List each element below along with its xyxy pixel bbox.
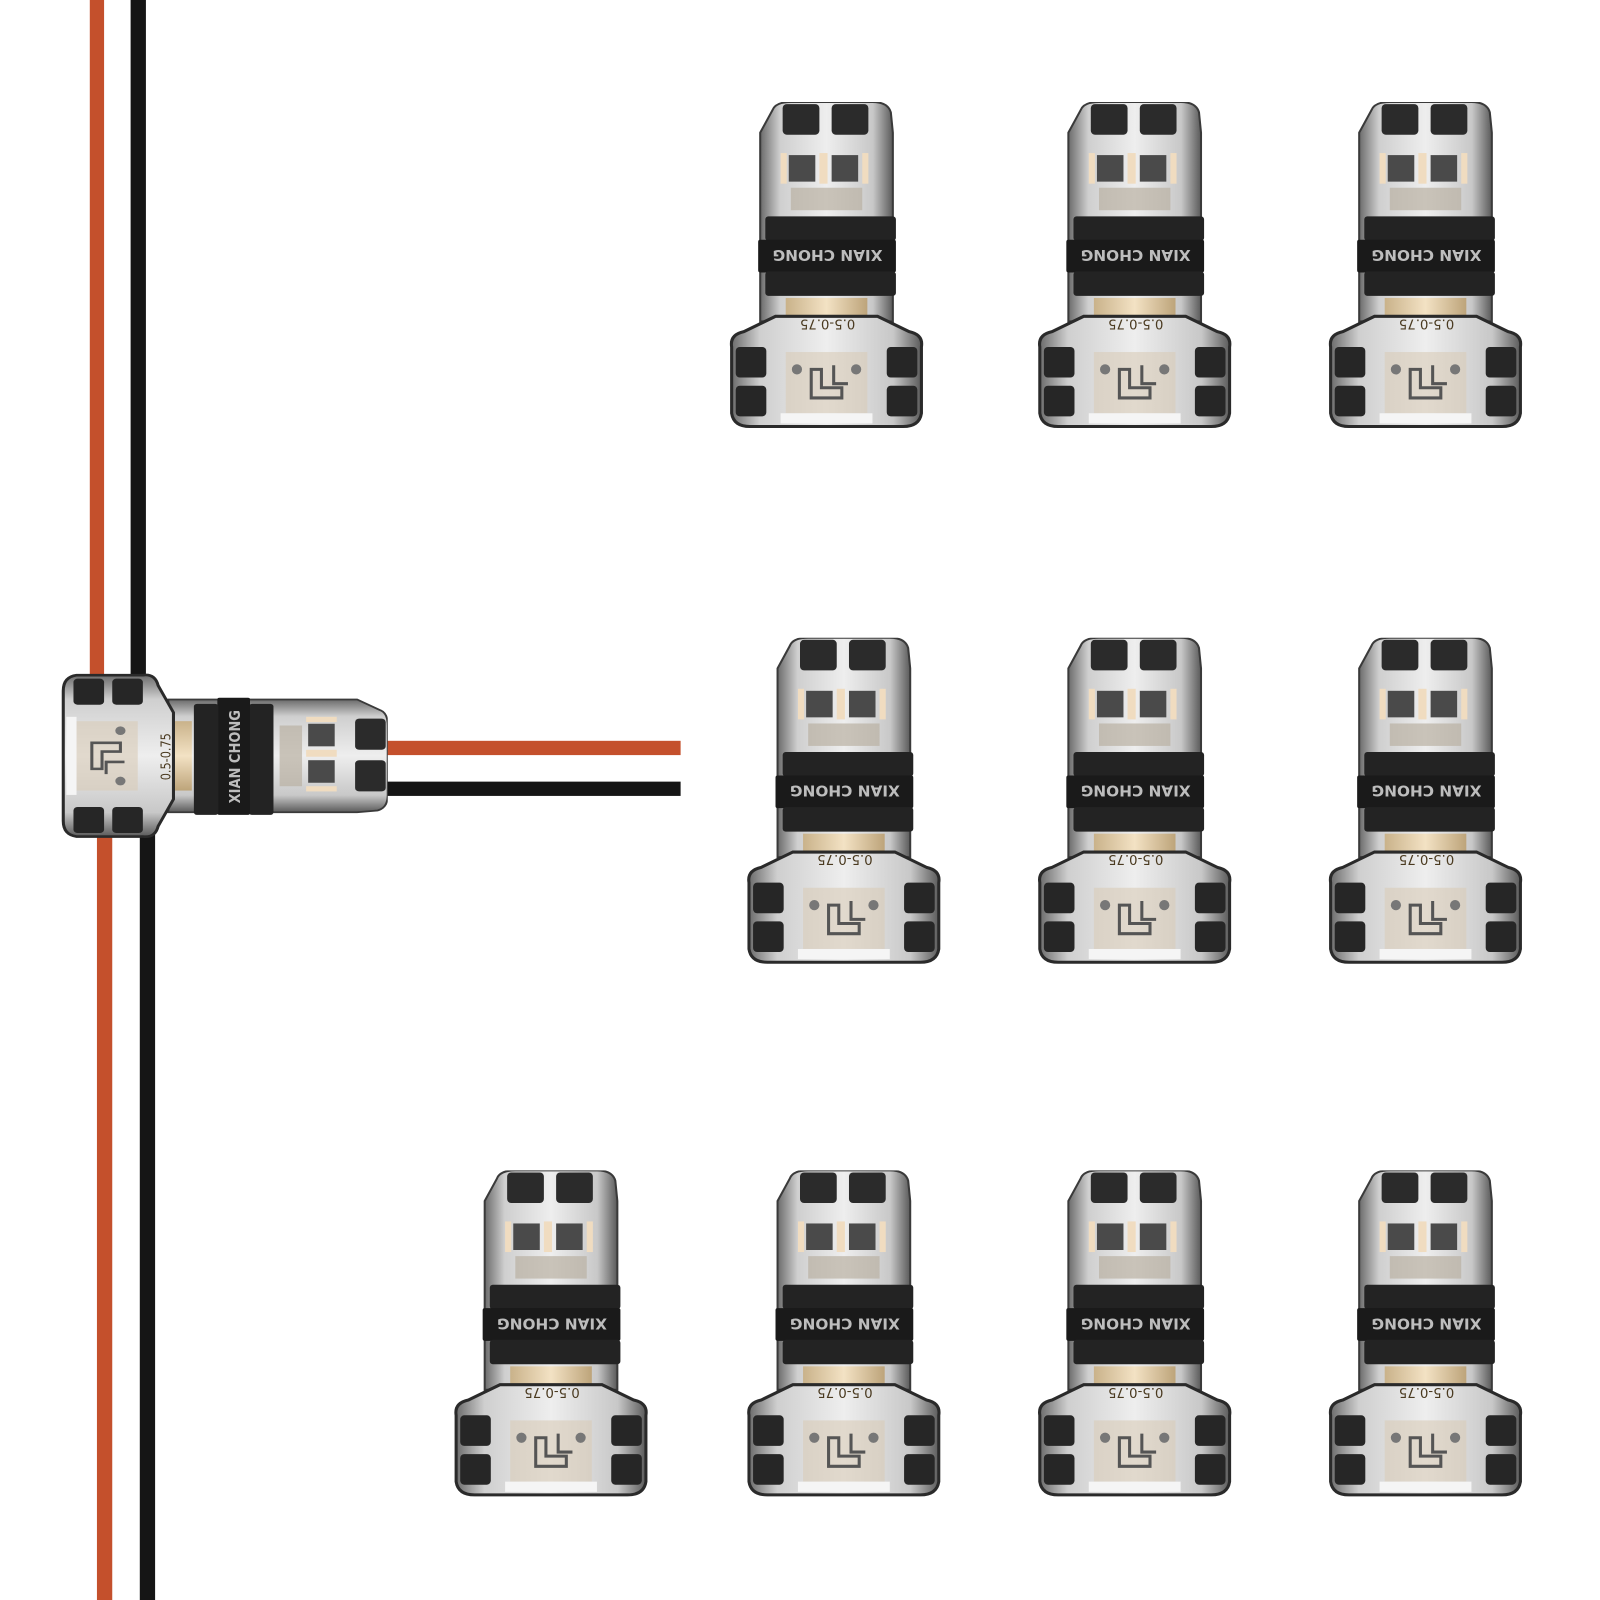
connector-r1-c2: XIAN CHONG 0.5-0.75 <box>1040 102 1230 426</box>
brand-marking: XIAN CHONG <box>1081 1314 1191 1332</box>
brand-marking: XIAN CHONG <box>227 710 244 803</box>
gauge-marking: 0.5-0.75 <box>1399 1384 1454 1399</box>
connector-r2-c3: XIAN CHONG 0.5-0.75 <box>1330 638 1520 962</box>
gauge-marking: 0.5-0.75 <box>817 1384 872 1399</box>
connector-r2-c2: XIAN CHONG 0.5-0.75 <box>1040 638 1230 962</box>
brand-marking: XIAN CHONG <box>1372 1314 1482 1332</box>
brand-marking: XIAN CHONG <box>497 1314 607 1332</box>
brand-marking: XIAN CHONG <box>1081 782 1191 800</box>
gauge-marking: 0.5-0.75 <box>800 315 855 330</box>
connector-r3-c4: XIAN CHONG 0.5-0.75 <box>1330 1170 1520 1494</box>
brand-marking: XIAN CHONG <box>790 1314 900 1332</box>
gauge-marking: 0.5-0.75 <box>159 733 174 780</box>
gauge-marking: 0.5-0.75 <box>1399 315 1454 330</box>
connector-r3-c3: XIAN CHONG 0.5-0.75 <box>1040 1170 1230 1494</box>
wired-t-tap-connector: XIAN CHONG 0.5-0.75 <box>63 675 387 837</box>
gauge-marking: 0.5-0.75 <box>1108 1384 1163 1399</box>
gauge-marking: 0.5-0.75 <box>524 1384 579 1399</box>
brand-marking: XIAN CHONG <box>773 246 883 264</box>
connector-r1-c1: XIAN CHONG 0.5-0.75 <box>731 102 921 426</box>
black-wire-tap <box>377 781 681 796</box>
connector-r2-c1: XIAN CHONG 0.5-0.75 <box>749 638 939 962</box>
brand-marking: XIAN CHONG <box>790 782 900 800</box>
brand-marking: XIAN CHONG <box>1372 246 1482 264</box>
gauge-marking: 0.5-0.75 <box>1108 851 1163 866</box>
gauge-marking: 0.5-0.75 <box>1399 851 1454 866</box>
red-wire-tap <box>377 740 681 756</box>
red-wire-lower <box>96 831 113 1600</box>
connector-r3-c1: XIAN CHONG 0.5-0.75 <box>456 1170 646 1494</box>
connector-r3-c2: XIAN CHONG 0.5-0.75 <box>749 1170 939 1494</box>
brand-marking: XIAN CHONG <box>1372 782 1482 800</box>
black-wire-lower <box>139 831 156 1600</box>
red-wire-upper <box>89 0 105 679</box>
black-wire-upper <box>130 0 146 679</box>
connector-r1-c3: XIAN CHONG 0.5-0.75 <box>1330 102 1520 426</box>
brand-marking: XIAN CHONG <box>1081 246 1191 264</box>
gauge-marking: 0.5-0.75 <box>817 851 872 866</box>
gauge-marking: 0.5-0.75 <box>1108 315 1163 330</box>
